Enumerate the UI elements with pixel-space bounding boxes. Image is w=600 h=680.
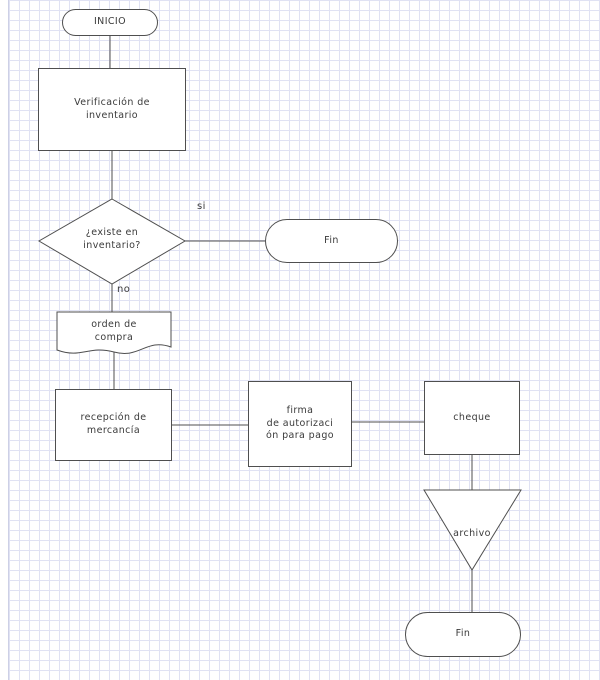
node-firma-label: firma de autorizaci ón para pago xyxy=(266,404,334,442)
document-shape[interactable] xyxy=(56,311,172,354)
node-inicio-label: INICIO xyxy=(93,16,127,28)
edge-label-no: no xyxy=(117,284,131,295)
node-cheque-label: cheque xyxy=(453,411,491,423)
node-inicio[interactable]: INICIO xyxy=(62,9,158,36)
node-recepcion-label: recepción de mercancía xyxy=(80,412,147,436)
node-verificacion-inventario[interactable]: Verificación de inventario xyxy=(38,68,186,151)
node-fin-final-label: Fin xyxy=(455,628,471,640)
node-cheque[interactable]: cheque xyxy=(424,381,520,455)
node-verificacion-label: Verificación de inventario xyxy=(74,96,150,121)
decision-diamond-shape[interactable] xyxy=(38,198,186,285)
node-fin-si-label: Fin xyxy=(324,234,339,246)
node-fin-final[interactable]: Fin xyxy=(405,612,521,657)
node-recepcion-mercancia[interactable]: recepción de mercancía xyxy=(55,389,172,461)
edge-label-si: si xyxy=(197,201,206,212)
node-firma-autorizacion[interactable]: firma de autorizaci ón para pago xyxy=(248,381,352,467)
offline-storage-triangle-shape[interactable] xyxy=(423,489,522,571)
node-fin-si[interactable]: Fin xyxy=(265,219,398,263)
